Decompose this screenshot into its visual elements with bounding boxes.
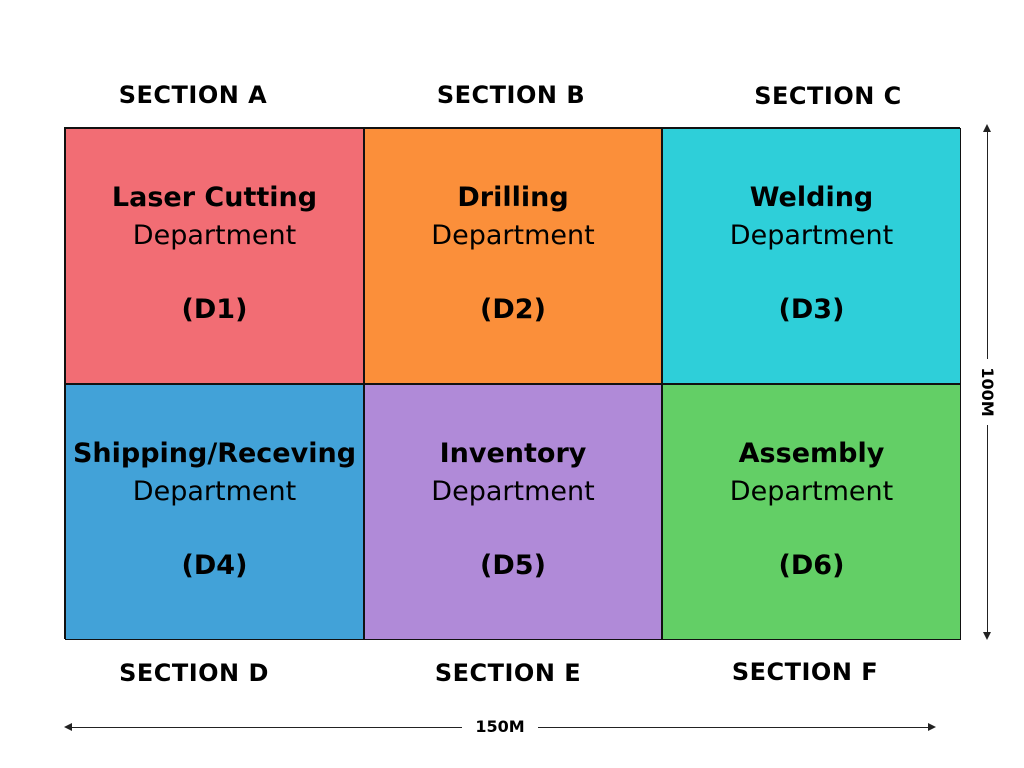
department-code: (D5) bbox=[480, 550, 546, 581]
department-d4: Shipping/Receving Department (D4) bbox=[65, 384, 364, 640]
section-d-label: SECTION D bbox=[119, 659, 269, 687]
arrow-left-icon bbox=[64, 723, 72, 731]
section-e-label: SECTION E bbox=[434, 659, 582, 687]
department-d6: Assembly Department (D6) bbox=[662, 384, 961, 640]
department-code: (D4) bbox=[181, 550, 248, 581]
section-f-label: SECTION F bbox=[731, 658, 879, 686]
width-dimension-label: 150M bbox=[462, 716, 538, 738]
section-b-label: SECTION B bbox=[436, 81, 586, 109]
department-d3: Welding Department (D3) bbox=[662, 128, 961, 384]
department-subtitle: Department bbox=[132, 220, 297, 251]
department-subtitle: Department bbox=[729, 220, 894, 251]
section-a-label: SECTION A bbox=[118, 81, 268, 109]
height-dimension-label: 100M bbox=[976, 359, 998, 425]
department-subtitle: Department bbox=[729, 476, 894, 507]
department-d2: Drilling Department (D2) bbox=[364, 128, 662, 384]
department-name: Shipping/Receving bbox=[72, 438, 357, 469]
department-code: (D6) bbox=[778, 550, 845, 581]
section-c-label: SECTION C bbox=[754, 82, 902, 110]
department-name: Drilling bbox=[457, 182, 569, 213]
department-code: (D2) bbox=[480, 294, 546, 325]
arrow-down-icon bbox=[983, 632, 991, 640]
department-subtitle: Department bbox=[431, 220, 595, 251]
department-name: Assembly bbox=[738, 438, 885, 469]
department-name: Welding bbox=[749, 182, 874, 213]
department-code: (D3) bbox=[778, 294, 845, 325]
floor-plan-grid: Laser Cutting Department (D1) Drilling D… bbox=[64, 127, 961, 640]
department-name: Laser Cutting bbox=[111, 182, 318, 213]
department-subtitle: Department bbox=[132, 476, 297, 507]
department-subtitle: Department bbox=[431, 476, 595, 507]
department-code: (D1) bbox=[181, 294, 248, 325]
arrow-up-icon bbox=[983, 124, 991, 132]
department-d1: Laser Cutting Department (D1) bbox=[65, 128, 364, 384]
department-name: Inventory bbox=[439, 438, 587, 469]
department-d5: Inventory Department (D5) bbox=[364, 384, 662, 640]
arrow-right-icon bbox=[928, 723, 936, 731]
